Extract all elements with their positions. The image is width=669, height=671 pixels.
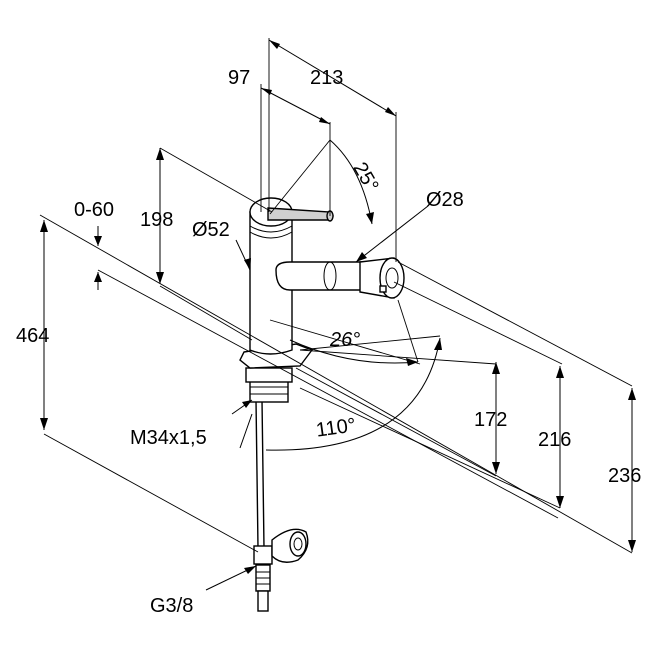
dimension-lines	[39, 38, 633, 591]
hose-fitting	[253, 545, 273, 612]
dimension-labels: 97 213 25° Ø28 0-60 198 Ø52 464 26° 172 …	[16, 67, 641, 617]
label-g38: G3/8	[150, 595, 193, 617]
label-110deg: 110°	[315, 414, 358, 441]
label-236: 236	[608, 465, 641, 487]
label-97: 97	[228, 67, 250, 89]
label-172: 172	[474, 409, 507, 431]
label-198: 198	[140, 209, 173, 231]
pull-out-spout	[275, 257, 405, 299]
label-d52: Ø52	[192, 219, 230, 241]
faucet-body	[239, 197, 405, 612]
label-216: 216	[538, 429, 571, 451]
label-m34x15: M34x1,5	[130, 427, 207, 449]
arrowheads	[40, 40, 636, 574]
supply-hose	[255, 399, 265, 549]
label-464: 464	[16, 325, 49, 347]
lever-handle	[267, 207, 334, 222]
label-0-60: 0-60	[74, 199, 114, 221]
main-cylinder	[249, 211, 293, 355]
label-d28: Ø28	[426, 189, 464, 211]
label-26deg: 26°	[329, 329, 360, 351]
label-213: 213	[310, 67, 343, 89]
hose-weight	[271, 528, 309, 563]
label-25deg: 25°	[348, 159, 382, 196]
threaded-shank	[245, 367, 293, 403]
